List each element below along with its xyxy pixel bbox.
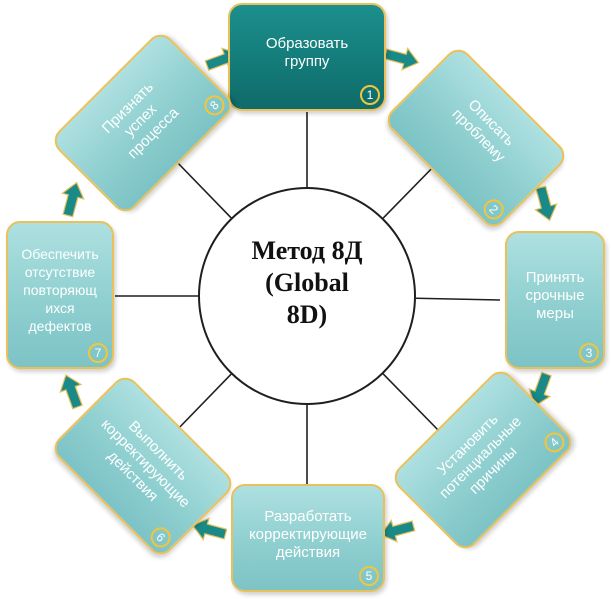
flow-arrow-1 (383, 47, 420, 71)
center-circle: Метод 8Д (Global 8D) (198, 187, 416, 405)
step-number-badge: 3 (579, 343, 599, 363)
spoke-line-4 (382, 373, 441, 433)
step-number-badge: 5 (359, 566, 379, 586)
flow-arrow-6 (59, 374, 83, 410)
flow-arrow-5 (191, 517, 228, 541)
step-7-box: Обеспечить отсутствие повторяющ ихся деф… (6, 221, 114, 369)
step-3-box: Принять срочные меры 3 (505, 231, 605, 369)
center-title: Метод 8Д (Global 8D) (251, 236, 363, 329)
step-number-badge: 2 (479, 195, 508, 224)
flow-arrow-2 (534, 185, 558, 222)
flow-arrow-4 (379, 519, 416, 543)
step-number-badge: 1 (360, 85, 380, 105)
step-number-badge: 7 (88, 343, 108, 363)
step-label: Разработать корректирующие действия (248, 508, 368, 561)
spoke-line-3 (415, 297, 501, 301)
step-1-box: Образовать группу 1 (228, 3, 386, 111)
step-label: Обеспечить отсутствие повторяющ ихся деф… (21, 246, 99, 334)
spoke-line-6 (174, 373, 232, 433)
spoke-line-8 (174, 159, 232, 219)
step-label: Образовать группу (265, 35, 349, 70)
step-5-box: Разработать корректирующие действия 5 (231, 484, 385, 592)
step-label: Принять срочные меры (525, 269, 585, 322)
flow-arrow-7 (61, 181, 85, 218)
